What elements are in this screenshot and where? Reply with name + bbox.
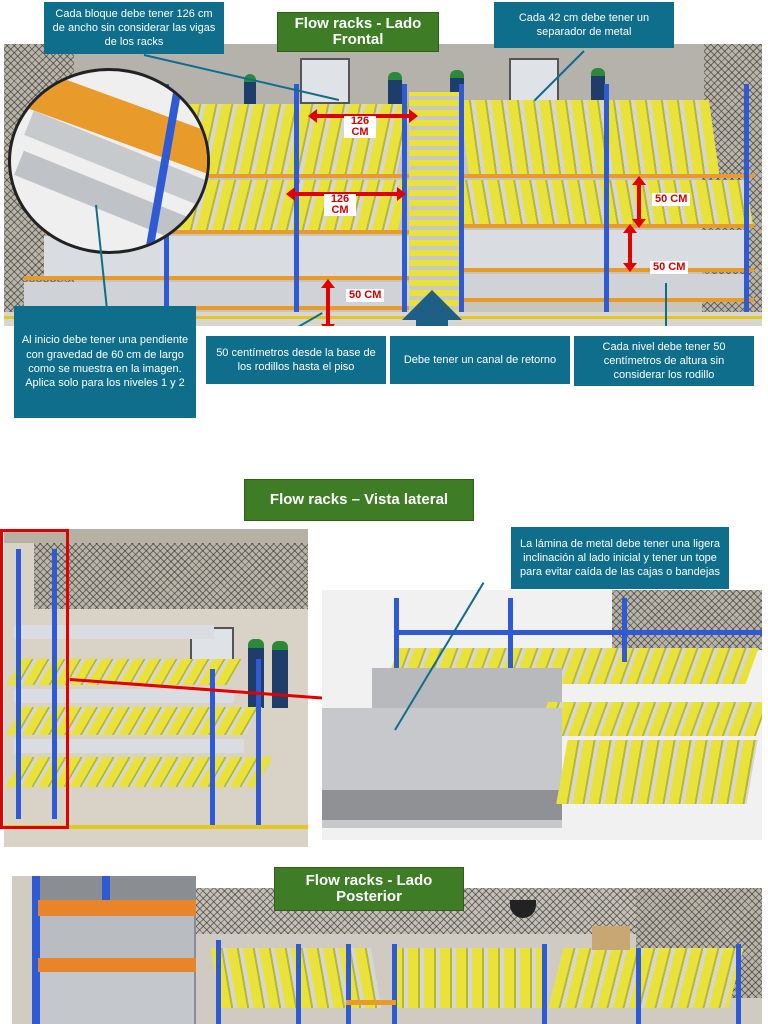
- orange-beam: [24, 276, 409, 280]
- sloped-sheet-upper: [372, 668, 562, 708]
- note-slope: Al inicio debe tener una pendiente con g…: [14, 306, 196, 418]
- sloped-sheet-front: [322, 790, 562, 820]
- roller-bed: [548, 948, 744, 1008]
- note-channel: Debe tener un canal de retorno: [390, 336, 570, 384]
- rack-post: [16, 549, 21, 819]
- dimension-arrow: [321, 279, 335, 326]
- floor-stripe: [4, 316, 762, 319]
- rear-photo: [12, 876, 196, 1024]
- orange-beam: [64, 174, 409, 178]
- note-width: Cada bloque debe tener 126 cm de ancho s…: [44, 2, 224, 54]
- return-channel: [409, 92, 459, 326]
- floor-stripe: [4, 825, 308, 829]
- dimension-label-level-a: 50 CM: [652, 193, 691, 206]
- sheet: [14, 625, 214, 639]
- note-separator: Cada 42 cm debe tener un separador de me…: [494, 2, 674, 48]
- dimension-label-width-top: 126 CM: [344, 116, 376, 138]
- note-side-sheet: La lámina de metal debe tener una ligera…: [511, 527, 729, 589]
- rack-post: [210, 669, 215, 829]
- rack-frame: [32, 876, 40, 1024]
- rack-post: [604, 84, 609, 314]
- dimension-label-level-b: 50 CM: [650, 261, 689, 274]
- metal-sheet: [40, 972, 194, 1024]
- rack-post: [296, 944, 301, 1024]
- orange-beam: [346, 1000, 396, 1005]
- title-front: Flow racks - Lado Frontal: [277, 12, 439, 52]
- roller-bed: [392, 948, 542, 1008]
- roller-bed: [535, 702, 762, 736]
- sheet: [14, 739, 244, 753]
- rack-post: [216, 940, 221, 1024]
- background-photo: [12, 876, 32, 1024]
- rack-post: [346, 944, 351, 1024]
- orange-beam: [44, 230, 409, 234]
- ceiling-beam: [4, 529, 308, 543]
- dimension-arrow: [623, 224, 637, 272]
- rack-rail: [394, 630, 762, 635]
- rear-view-scene: [196, 888, 762, 1024]
- up-arrow-icon: [402, 290, 462, 320]
- rack-post: [744, 84, 749, 314]
- rack-post: [52, 549, 57, 819]
- title-rear: Flow racks - Lado Posterior: [274, 867, 464, 911]
- note-level-height: Cada nivel debe tener 50 centímetros de …: [574, 336, 754, 386]
- dimension-label-width-mid: 126 CM: [324, 194, 356, 216]
- side-detail-scene: [322, 590, 762, 840]
- rack-post: [542, 944, 547, 1024]
- carton-box: [592, 926, 630, 950]
- up-arrow-shaft: [416, 320, 448, 326]
- rack-post: [636, 948, 641, 1024]
- orange-beam: [38, 958, 196, 972]
- mesh-wall: [612, 590, 762, 650]
- rack-post: [736, 944, 741, 1024]
- rack-post: [294, 84, 299, 314]
- highlight-frame: [0, 529, 69, 829]
- note-base: 50 centímetros desde la base de los rodi…: [206, 336, 386, 384]
- rack-post: [459, 84, 464, 326]
- leader-line: [665, 283, 667, 326]
- metal-sheet: [40, 916, 194, 958]
- side-view-scene: [4, 529, 308, 847]
- rack-post: [256, 659, 261, 829]
- camera-icon: [510, 900, 536, 918]
- roller-bed-right-top: [458, 100, 720, 174]
- front-view-scene: 126 CM 126 CM 50 CM 50 CM 50 CM: [4, 44, 762, 326]
- dimension-arrow: [632, 176, 646, 228]
- slope-sheet-left-low: [24, 282, 409, 306]
- worker-figure: [272, 641, 288, 708]
- orange-beam: [38, 900, 196, 916]
- zoom-detail-circle: [8, 68, 210, 254]
- roller-bed: [556, 740, 758, 804]
- dimension-label-floor: 50 CM: [346, 289, 385, 302]
- rack-post: [402, 84, 407, 326]
- title-side: Flow racks – Vista lateral: [244, 479, 474, 521]
- orange-beam: [14, 306, 409, 310]
- sheet: [14, 689, 234, 703]
- rack-post: [392, 944, 397, 1024]
